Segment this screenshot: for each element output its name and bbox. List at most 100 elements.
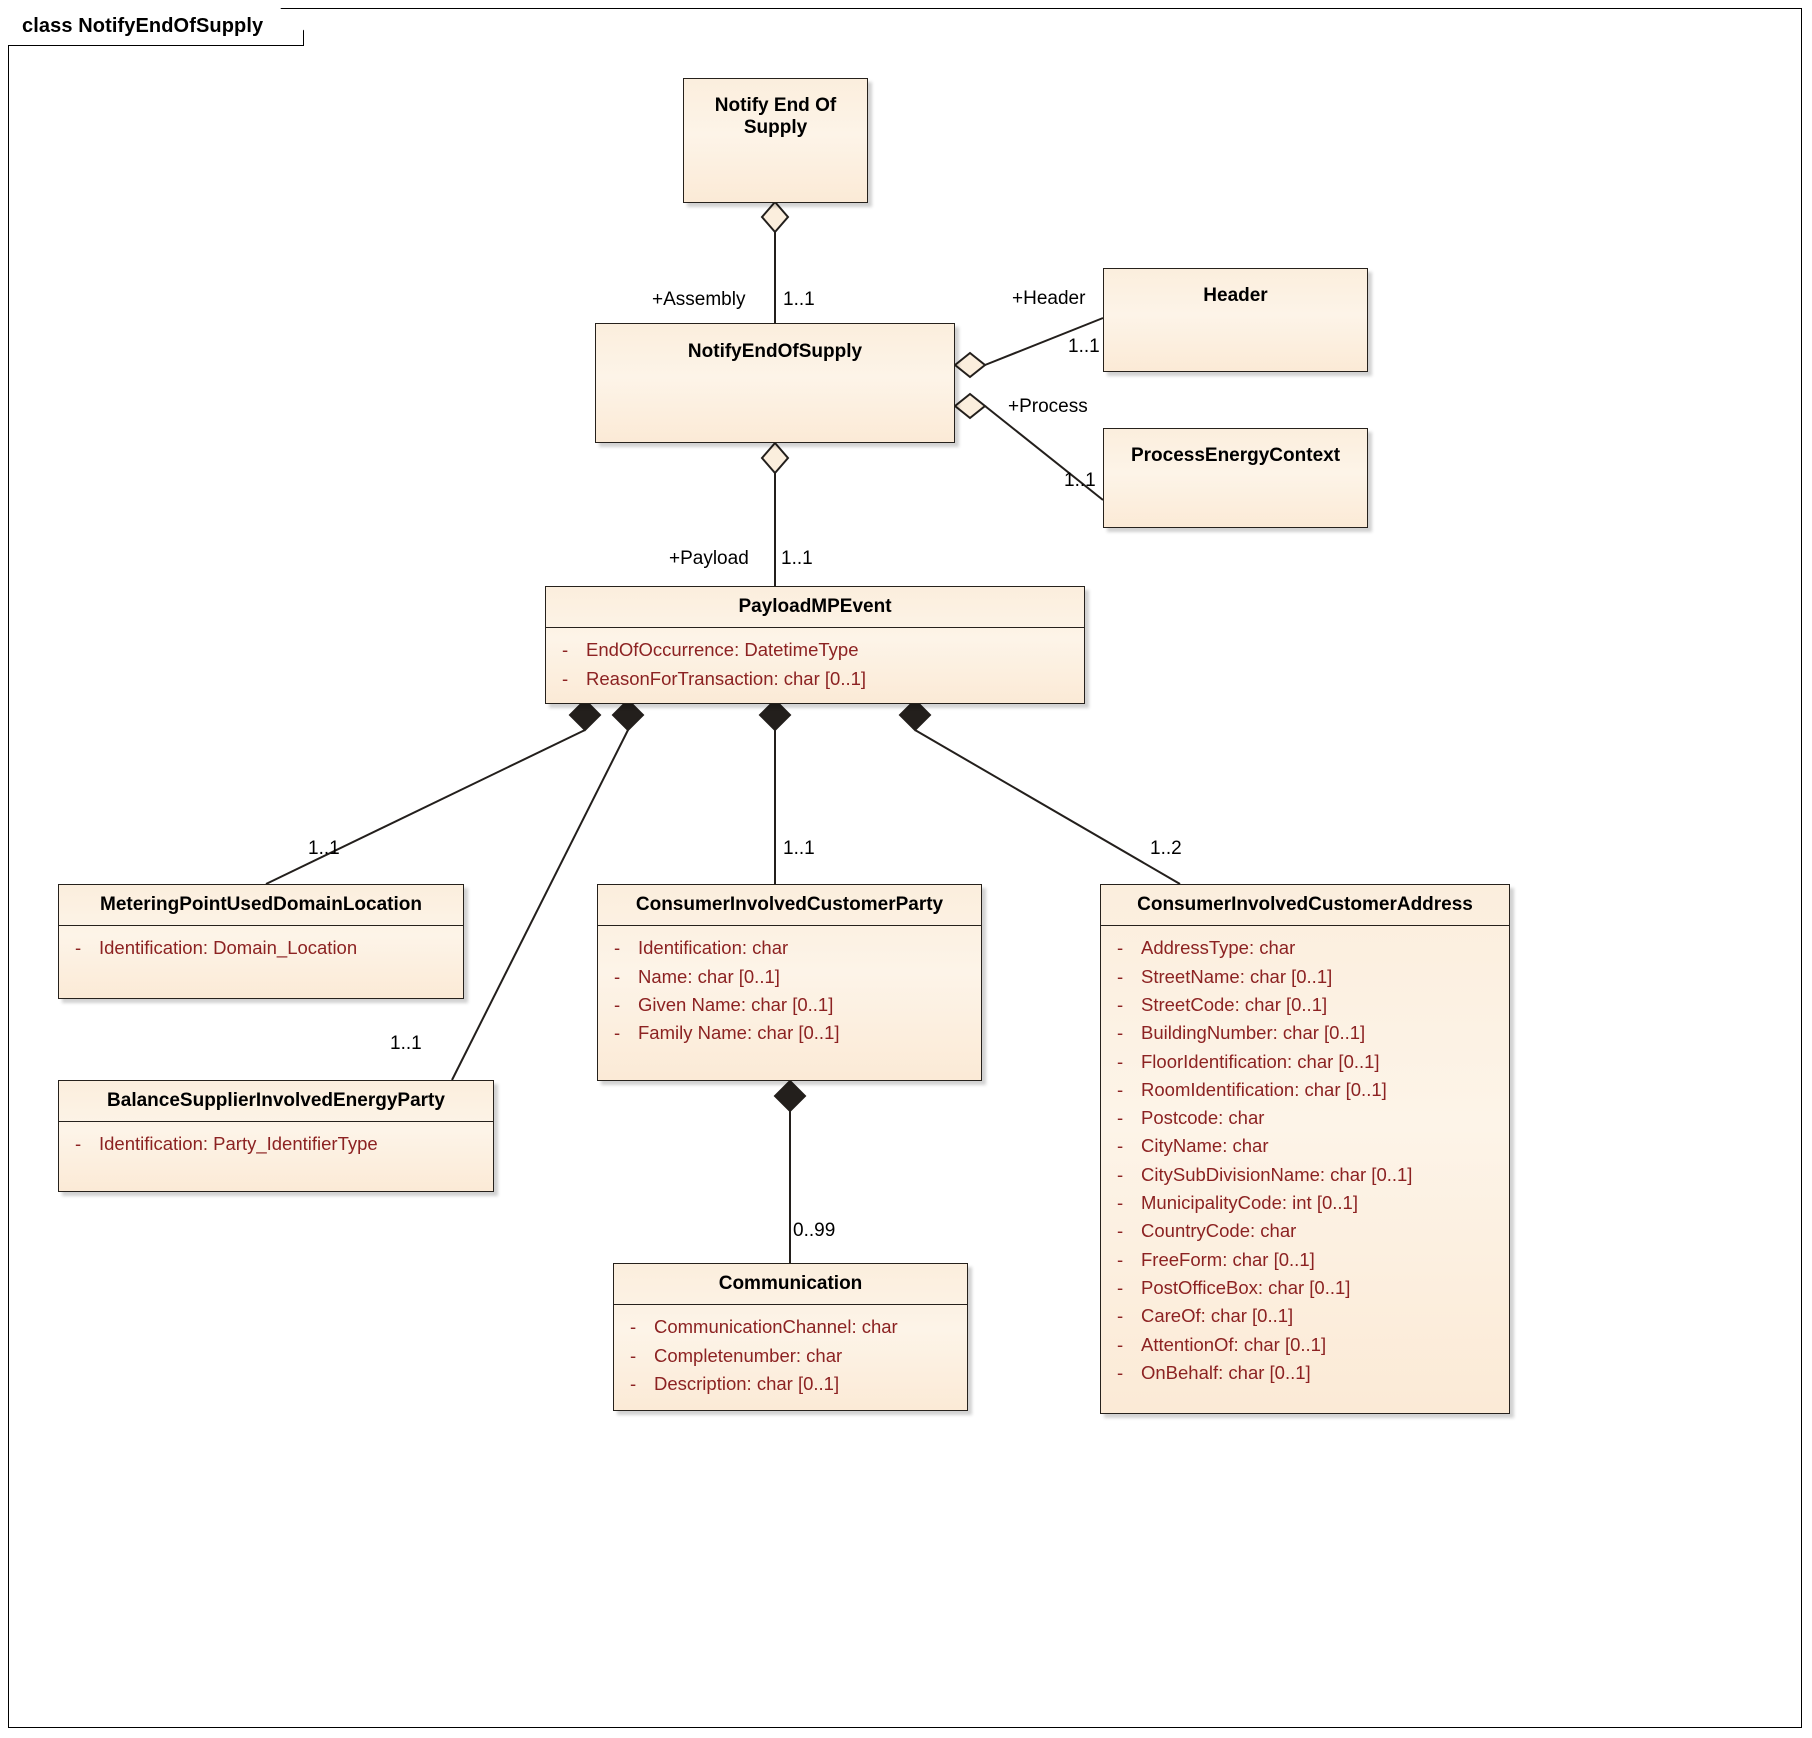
attribute-visibility: - [1117, 1248, 1124, 1270]
attribute-visibility: - [614, 994, 621, 1015]
attribute-signature: Name: char [0..1] [638, 965, 780, 987]
class-name-balance-supplier-involved-energy-party: BalanceSupplierInvolvedEnergyParty [107, 1090, 445, 1111]
attribute-signature: MunicipalityCode: int [0..1] [1141, 1192, 1358, 1214]
diagram-frame [8, 8, 1802, 1728]
attribute-signature: CommunicationChannel: char [654, 1316, 898, 1338]
attribute-signature: EndOfOccurrence: DatetimeType [586, 639, 859, 661]
edge-label-customer-address-mult: 1..2 [1150, 838, 1182, 859]
class-box-consumer-involved-customer-party[interactable]: ConsumerInvolvedCustomerParty - Identifi… [597, 884, 982, 1081]
attribute-visibility: - [630, 1316, 637, 1338]
attribute-visibility: - [1117, 1107, 1124, 1129]
attribute-visibility: - [562, 667, 569, 689]
attribute-signature: RoomIdentification: char [0..1] [1141, 1078, 1387, 1100]
edge-label-communication-mult: 0..99 [793, 1220, 836, 1241]
class-separator [614, 1304, 967, 1306]
attribute-signature: PostOfficeBox: char [0..1] [1141, 1276, 1351, 1298]
class-name-consumer-involved-customer-address: ConsumerInvolvedCustomerAddress [1137, 894, 1473, 915]
attribute-signature: ReasonForTransaction: char [0..1] [586, 667, 867, 689]
class-attributes-balance-supplier-involved-energy-party: - Identification: Party_IdentifierType [59, 1122, 493, 1168]
class-box-process-energy-context[interactable]: ProcessEnergyContext [1103, 428, 1368, 528]
attribute-visibility: - [614, 965, 621, 987]
attribute-signature: Identification: char [638, 937, 789, 959]
attribute-signature: StreetCode: char [0..1] [1141, 994, 1328, 1015]
class-box-payload-mp-event[interactable]: PayloadMPEvent - EndOfOccurrence: Dateti… [545, 586, 1085, 704]
attribute-row: - OnBehalf: char [0..1] [1107, 1359, 1503, 1387]
class-separator [59, 1121, 493, 1123]
class-box-metering-point-used-domain-location[interactable]: MeteringPointUsedDomainLocation - Identi… [58, 884, 464, 999]
attribute-signature: Given Name: char [0..1] [638, 994, 834, 1015]
class-attributes-consumer-involved-customer-party: - Identification: char - Name: char [0..… [598, 926, 981, 1057]
attribute-signature: AddressType: char [1141, 937, 1296, 959]
class-attributes-payload-mp-event: - EndOfOccurrence: DatetimeType - Reason… [546, 628, 1084, 703]
attribute-visibility: - [75, 1133, 82, 1155]
diagram-frame-label: class NotifyEndOfSupply [8, 8, 304, 46]
edge-label-payload-mult: 1..1 [781, 548, 813, 569]
attribute-row: - Identification: Party_IdentifierType [65, 1130, 487, 1158]
edge-label-assembly-mult: 1..1 [783, 289, 815, 310]
class-box-communication[interactable]: Communication - CommunicationChannel: ch… [613, 1263, 968, 1411]
attribute-row: - ReasonForTransaction: char [0..1] [552, 665, 1078, 693]
attribute-visibility: - [1117, 1192, 1124, 1214]
class-attributes-metering-point-used-domain-location: - Identification: Domain_Location [59, 926, 463, 972]
attribute-signature: BuildingNumber: char [0..1] [1141, 1022, 1366, 1044]
attribute-visibility: - [1117, 1163, 1124, 1185]
attribute-signature: CountryCode: char [1141, 1220, 1297, 1242]
attribute-row: - EndOfOccurrence: DatetimeType [552, 636, 1078, 664]
attribute-row: - CitySubDivisionName: char [0..1] [1107, 1161, 1503, 1189]
attribute-visibility: - [1117, 1276, 1124, 1298]
attribute-signature: CityName: char [1141, 1135, 1269, 1157]
attribute-row: - AttentionOf: char [0..1] [1107, 1331, 1503, 1359]
attribute-row: - Identification: Domain_Location [65, 934, 457, 962]
attribute-row: - FloorIdentification: char [0..1] [1107, 1048, 1503, 1076]
attribute-row: - StreetCode: char [0..1] [1107, 991, 1503, 1019]
attribute-visibility: - [562, 639, 569, 661]
attribute-row: - Postcode: char [1107, 1104, 1503, 1132]
attribute-signature: CitySubDivisionName: char [0..1] [1141, 1163, 1413, 1185]
attribute-signature: AttentionOf: char [0..1] [1141, 1333, 1327, 1355]
attribute-visibility: - [1117, 1220, 1124, 1242]
attribute-visibility: - [614, 937, 621, 959]
edge-label-process-mult: 1..1 [1064, 470, 1096, 491]
class-name-payload-mp-event: PayloadMPEvent [738, 596, 892, 617]
attribute-signature: CareOf: char [0..1] [1141, 1305, 1294, 1327]
attribute-signature: OnBehalf: char [0..1] [1141, 1361, 1311, 1383]
edge-label-payload-role: +Payload [669, 548, 749, 569]
attribute-signature: FreeForm: char [0..1] [1141, 1248, 1315, 1270]
class-name-notify-end-of-supply: NotifyEndOfSupply [687, 341, 863, 362]
attribute-visibility: - [1117, 1022, 1124, 1044]
class-name-consumer-involved-customer-party: ConsumerInvolvedCustomerParty [635, 894, 944, 915]
edge-label-header-mult: 1..1 [1068, 336, 1100, 357]
attribute-signature: Family Name: char [0..1] [638, 1022, 840, 1044]
attribute-row: - StreetName: char [0..1] [1107, 963, 1503, 991]
attribute-row: - CityName: char [1107, 1132, 1503, 1160]
attribute-visibility: - [1117, 937, 1124, 959]
edge-label-balance-supplier-mult: 1..1 [390, 1033, 422, 1054]
class-box-notify-end-of-supply-actor[interactable]: Notify End Of Supply [683, 78, 868, 203]
attribute-signature: StreetName: char [0..1] [1141, 965, 1333, 987]
class-box-notify-end-of-supply[interactable]: NotifyEndOfSupply [595, 323, 955, 443]
attribute-visibility: - [630, 1373, 637, 1394]
attribute-row: - Family Name: char [0..1] [604, 1019, 975, 1047]
attribute-visibility: - [630, 1344, 637, 1366]
class-box-header[interactable]: Header [1103, 268, 1368, 372]
attribute-signature: Description: char [0..1] [654, 1373, 840, 1394]
edge-label-process-role: +Process [1008, 396, 1088, 417]
edge-label-header-role: +Header [1012, 288, 1086, 309]
diagram-title-text: class NotifyEndOfSupply [22, 15, 264, 37]
attribute-visibility: - [1117, 965, 1124, 987]
attribute-row: - Identification: char [604, 934, 975, 962]
attribute-signature: Identification: Party_IdentifierType [99, 1133, 378, 1155]
attribute-row: - Description: char [0..1] [620, 1370, 961, 1398]
class-box-balance-supplier-involved-energy-party[interactable]: BalanceSupplierInvolvedEnergyParty - Ide… [58, 1080, 494, 1192]
attribute-visibility: - [1117, 994, 1124, 1015]
edge-label-customer-party-mult: 1..1 [783, 838, 815, 859]
attribute-row: - CareOf: char [0..1] [1107, 1302, 1503, 1330]
edge-label-assembly-role: +Assembly [652, 289, 746, 310]
class-separator [59, 925, 463, 927]
class-name-header: Header [1203, 285, 1268, 306]
attribute-visibility: - [1117, 1333, 1124, 1355]
attribute-visibility: - [1117, 1078, 1124, 1100]
class-name-communication: Communication [718, 1273, 863, 1294]
attribute-row: - CommunicationChannel: char [620, 1313, 961, 1341]
class-box-consumer-involved-customer-address[interactable]: ConsumerInvolvedCustomerAddress - Addres… [1100, 884, 1510, 1414]
